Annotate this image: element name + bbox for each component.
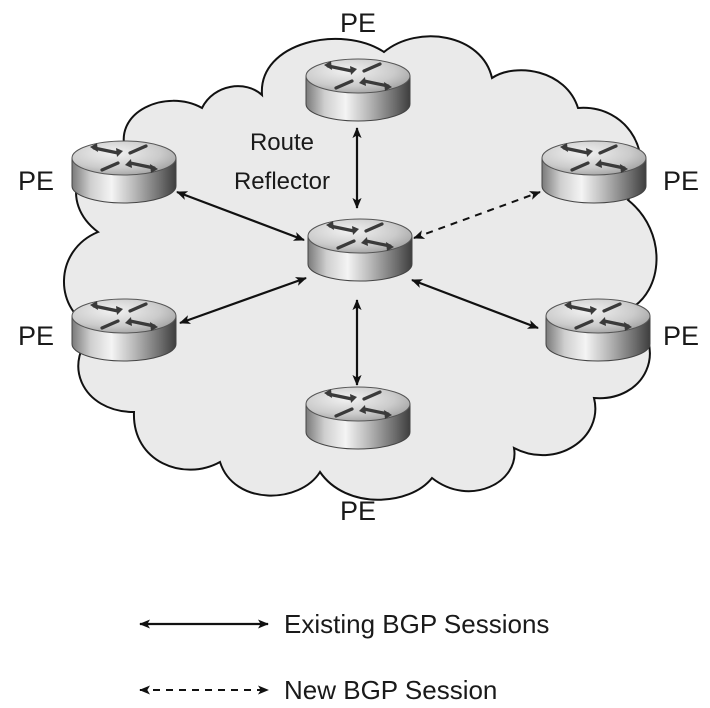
label-pe-lower-right: PE bbox=[663, 321, 699, 351]
router-icon-route-reflector bbox=[306, 217, 414, 283]
label-pe-upper-left: PE bbox=[18, 166, 54, 196]
legend: Existing BGP Sessions New BGP Session bbox=[139, 609, 549, 705]
bgp-sessions bbox=[176, 127, 541, 386]
label-pe-lower-left: PE bbox=[18, 321, 54, 351]
label-pe-top: PE bbox=[340, 8, 376, 38]
label-route-reflector-line2: Reflector bbox=[234, 168, 330, 195]
legend-existing-label: Existing BGP Sessions bbox=[284, 609, 549, 639]
label-pe-upper-right: PE bbox=[663, 166, 699, 196]
legend-new-label: New BGP Session bbox=[284, 675, 497, 705]
router-icon-pe-upper-right bbox=[540, 139, 648, 205]
label-pe-bottom: PE bbox=[340, 496, 376, 526]
session-rr-pe-lower-right bbox=[411, 278, 539, 330]
router-icon-pe-lower-right bbox=[544, 297, 652, 363]
router-icon-pe-upper-left bbox=[70, 139, 178, 205]
router-icon-pe-lower-left bbox=[70, 297, 178, 363]
session-rr-pe-upper-right-new bbox=[413, 191, 541, 239]
label-route-reflector-line1: Route bbox=[250, 129, 314, 156]
session-rr-pe-lower-left bbox=[179, 276, 307, 325]
router-icon-pe-top bbox=[304, 57, 412, 123]
session-rr-pe-upper-left bbox=[176, 190, 305, 242]
router-icon-pe-bottom bbox=[304, 385, 412, 451]
